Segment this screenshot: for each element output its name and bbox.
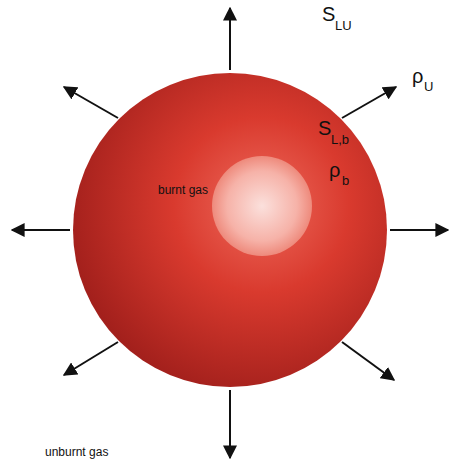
- expansion-arrow: [64, 87, 118, 118]
- expansion-arrow: [342, 342, 394, 380]
- subscript: b: [342, 174, 349, 187]
- expansion-arrow: [229, 8, 231, 70]
- burnt-gas-sphere: SL,b ρb burnt gas: [72, 72, 388, 388]
- expansion-arrow: [390, 229, 448, 231]
- expansion-arrow: [342, 87, 396, 118]
- expansion-arrow: [12, 229, 70, 231]
- density-symbol: ρ: [412, 66, 423, 86]
- subscript: LU: [335, 19, 352, 32]
- sphere-shape: [72, 72, 388, 388]
- subscript: U: [424, 80, 433, 93]
- speed-symbol: S: [322, 4, 335, 24]
- region-label: unburnt gas: [45, 446, 108, 458]
- speed-symbol: S: [318, 118, 331, 138]
- expansion-arrow: [64, 342, 118, 375]
- density-symbol: ρ: [329, 160, 340, 180]
- sphere-highlight: [212, 156, 312, 256]
- region-label: burnt gas: [158, 184, 208, 196]
- expansion-arrow: [229, 390, 231, 458]
- subscript: L,b: [331, 133, 349, 146]
- sphere-fill: [73, 73, 387, 387]
